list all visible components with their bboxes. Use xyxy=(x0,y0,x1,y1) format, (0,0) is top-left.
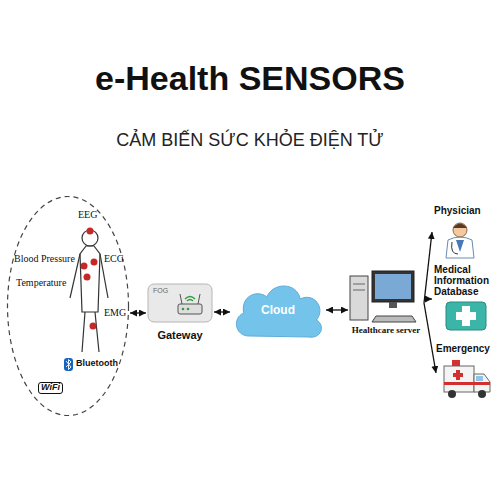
fog-gateway-icon xyxy=(148,284,212,322)
physician-icon xyxy=(452,242,458,254)
title: e-Health SENSORS xyxy=(0,60,500,97)
physician-icon xyxy=(446,223,474,258)
fog-gateway-icon xyxy=(178,304,202,314)
server-computer-icon xyxy=(372,316,416,322)
server-computer-icon xyxy=(350,276,368,320)
sensor-dot xyxy=(90,323,97,330)
sensor-label: EMG xyxy=(104,307,126,318)
wifi-logo: WiFi xyxy=(38,382,63,394)
physician-icon xyxy=(453,224,467,229)
physician-node: Physician xyxy=(432,204,496,260)
dashed-ellipse xyxy=(8,197,129,416)
medical-database-icon xyxy=(446,302,486,330)
ambulance-icon xyxy=(444,366,474,392)
sensor-dot xyxy=(87,228,94,235)
server-computer-icon xyxy=(353,284,365,285)
subtitle: CẢM BIẾN SỨC KHỎE ĐIỆN TỬ xyxy=(0,131,500,151)
human-body xyxy=(70,230,108,352)
cloud-shape xyxy=(236,286,321,337)
arrow-connector xyxy=(424,303,436,373)
sensor-label: EEG xyxy=(78,209,97,220)
human-body xyxy=(80,246,100,312)
ambulance-icon xyxy=(444,360,490,398)
server-computer-icon xyxy=(353,290,365,291)
recipient-label: Physician xyxy=(434,205,481,216)
cloud-node: Cloud xyxy=(230,280,326,342)
ambulance-icon xyxy=(453,373,463,377)
server-computer-icon xyxy=(375,274,411,299)
gateway-node: FOG Gateway xyxy=(146,282,214,344)
physician-icon xyxy=(456,240,464,252)
arrow-connector xyxy=(214,311,230,312)
ambulance-icon xyxy=(476,376,483,381)
arrow-connector xyxy=(424,232,432,303)
sensor-dot xyxy=(91,259,98,266)
human-body xyxy=(82,312,85,352)
fog-gateway-icon xyxy=(148,284,212,322)
server-computer-icon xyxy=(350,271,416,322)
gateway-label: Gateway xyxy=(157,329,202,341)
emergency-node: Emergency xyxy=(436,342,496,404)
sensor-zone: EEG Blood Pressure ECG TemperatureEMG Blueto… xyxy=(6,195,130,417)
server-computer-icon xyxy=(372,271,414,302)
bluetooth-symbol xyxy=(64,358,73,371)
recipient-label: Medical Information Database xyxy=(434,264,494,297)
physician-icon xyxy=(453,223,467,237)
sensor-label: Blood Pressure xyxy=(14,253,75,264)
bluetooth-symbol xyxy=(66,360,71,370)
sensor-label: ECG xyxy=(104,253,124,264)
bluetooth-label: Bluetooth xyxy=(76,359,118,369)
server-label: Healthcare server xyxy=(352,326,421,336)
sensor-dot xyxy=(81,228,98,330)
arrow-connector xyxy=(130,312,146,313)
fog-gateway-icon xyxy=(198,294,200,304)
recipient-label: Emergency xyxy=(436,343,490,354)
sensor-dot xyxy=(84,274,91,281)
database-node: Medical Information Database xyxy=(432,264,496,332)
sensor-label: Temperature xyxy=(16,277,66,288)
fog-gateway-icon xyxy=(180,294,182,304)
bluetooth-symbol xyxy=(64,358,73,371)
server-node: Healthcare server xyxy=(348,266,424,340)
medical-database-icon xyxy=(456,312,476,320)
cloud-label: Cloud xyxy=(261,304,295,317)
sensor-dot xyxy=(81,263,88,270)
ambulance-icon xyxy=(452,360,460,366)
server-computer-icon xyxy=(389,302,397,308)
ambulance-icon xyxy=(444,382,490,385)
fog-label: FOG xyxy=(153,287,168,295)
fog-gateway-icon xyxy=(185,297,195,300)
fog-gateway-icon xyxy=(182,308,185,311)
fog-gateway-icon xyxy=(187,300,193,302)
medical-database-icon xyxy=(446,302,486,330)
physician-icon xyxy=(446,237,474,258)
ellipse-outline xyxy=(6,195,130,417)
ambulance-icon xyxy=(478,390,486,398)
fog-gateway-icon xyxy=(187,308,190,311)
human-body xyxy=(95,312,99,352)
connector-group xyxy=(130,232,436,373)
arrow-connector xyxy=(424,298,432,299)
ambulance-icon xyxy=(448,390,456,398)
arrow-connector xyxy=(326,309,348,310)
